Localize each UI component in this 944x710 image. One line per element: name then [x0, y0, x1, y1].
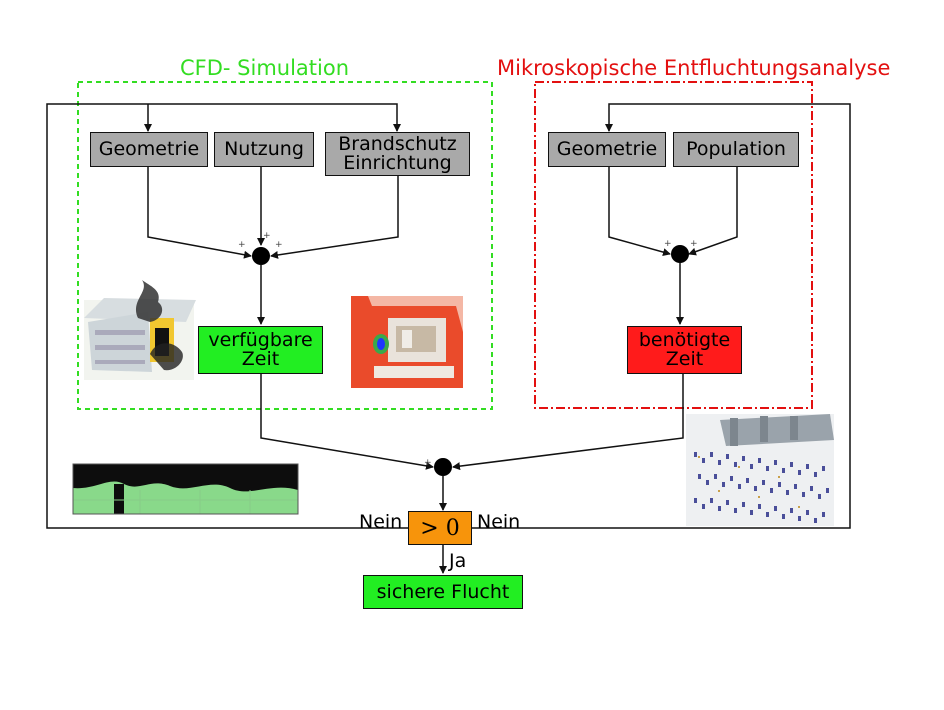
input-population: Population: [673, 132, 799, 167]
decision-box: > 0: [408, 511, 472, 545]
input-nutzung-label: Nutzung: [224, 138, 304, 160]
decision-yes: Ja: [449, 550, 467, 572]
loop-line-right: [472, 103, 851, 529]
input-brandschutz-einrichtung: Brandschutz Einrichtung: [325, 132, 470, 176]
input-brandschutz-label: Brandschutz Einrichtung: [338, 133, 457, 174]
line-brandschutz-sum: [270, 176, 399, 259]
input-geometrie-micro-label: Geometrie: [556, 138, 658, 160]
sum-sign-5: +: [690, 239, 698, 249]
available-time-label: verfügbare Zeit: [208, 329, 313, 370]
decision-no-left: Nein: [359, 511, 403, 533]
sum-sign-4: +: [664, 239, 672, 249]
loop-line-left: [46, 103, 408, 529]
compare-junction: [434, 458, 452, 476]
micro-title: Mikroskopische Entfluchtungsanalyse: [497, 56, 891, 80]
input-geometrie-cfd: Geometrie: [90, 132, 208, 167]
available-time-box: verfügbare Zeit: [198, 326, 323, 374]
line-population-sum: [688, 167, 738, 256]
cfd-simulation-illustration: [351, 296, 463, 388]
cfd-group-frame: [77, 81, 493, 410]
line-geometrie2-sum: [608, 167, 671, 256]
sum-sign-3: +: [275, 240, 283, 250]
decision-no-right: Nein: [477, 511, 521, 533]
cfd-title: CFD- Simulation: [180, 56, 350, 80]
building-smoke-illustration: [84, 280, 196, 380]
line-verfuegbar-compare: [260, 374, 434, 470]
micro-group-frame: [534, 81, 813, 409]
outcome-label: sichere Flucht: [376, 580, 510, 603]
input-geometrie-micro: Geometrie: [548, 132, 666, 167]
sum-sign-6: +: [424, 458, 432, 468]
required-time-label: benötigte Zeit: [638, 329, 731, 370]
input-population-label: Population: [686, 138, 786, 160]
sum-sign-2: +: [263, 231, 271, 241]
line-benoetigt-compare: [452, 374, 684, 471]
outcome-box: sichere Flucht: [363, 575, 523, 609]
required-time-box: benötigte Zeit: [627, 326, 742, 374]
sum-junction-cfd: [252, 247, 270, 265]
input-nutzung: Nutzung: [214, 132, 314, 167]
decision-condition: > 0: [420, 515, 460, 541]
sum-sign-1: +: [238, 240, 246, 250]
crowd-evacuation-illustration: [686, 414, 834, 526]
line-geometrie-sum: [147, 167, 252, 259]
input-geometrie-cfd-label: Geometrie: [98, 138, 200, 160]
smoke-cross-section-illustration: [72, 463, 299, 515]
sum-junction-micro: [671, 245, 689, 263]
